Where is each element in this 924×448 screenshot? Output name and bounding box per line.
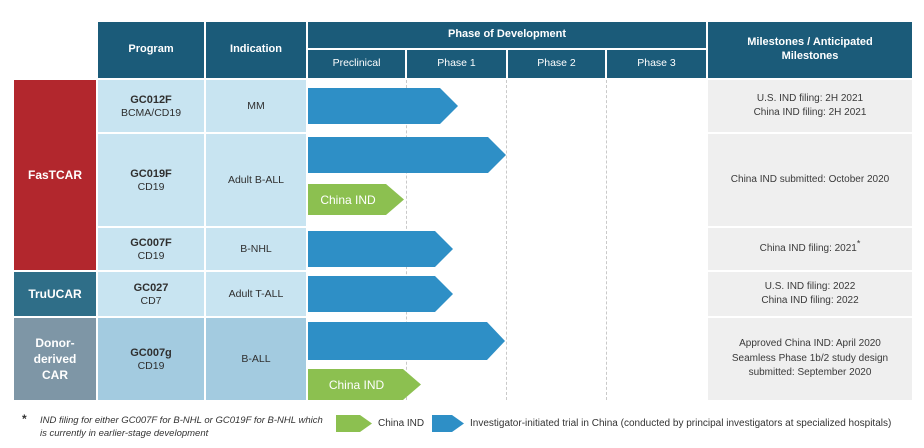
program-cell: GC012F BCMA/CD19 [98,80,204,132]
milestone-cell: China IND submitted: October 2020 [708,134,912,226]
program-name: GC007F [130,236,172,249]
indication-cell: Adult T-ALL [206,272,306,316]
program-name: GC007g [130,346,172,359]
milestone-line: Seamless Phase 1b/2 study design [731,352,889,364]
group-label-donor-derived-car: Donor-derived CAR [14,318,96,400]
milestone-line: China IND submitted: October 2020 [730,173,890,185]
indication-cell: B-ALL [206,318,306,400]
milestone-line: U.S. IND filing: 2H 2021 [756,92,864,104]
milestone-cell: U.S. IND filing: 2022 China IND filing: … [708,272,912,316]
program-target: BCMA/CD19 [120,106,182,119]
indication-cell: MM [206,80,306,132]
milestone-cell: Approved China IND: April 2020 Seamless … [708,318,912,400]
iit-arrow [308,88,458,124]
footnote-reference: * [856,238,861,249]
milestone-line: Approved China IND: April 2020 [739,338,881,350]
milestone-text: China IND filing: 2021 [759,242,857,254]
program-cell: GC007g CD19 [98,318,204,400]
program-cell: GC027 CD7 [98,272,204,316]
legend-iit-label: Investigator-initiated trial in China (c… [470,418,892,429]
indication-cell: Adult B-ALL [206,134,306,226]
column-header-milestones: Milestones / Anticipated Milestones [708,22,912,78]
column-header-phase-3: Phase 3 [607,50,706,78]
column-header-preclinical: Preclinical [308,50,405,78]
program-target: CD19 [137,180,165,193]
program-target: CD19 [137,359,165,372]
group-label-fastcar: FasTCAR [14,80,96,270]
indication-label: B-ALL [241,353,271,365]
china-ind-arrow: China IND [308,369,421,400]
milestone-cell: China IND filing: 2021* [708,228,912,270]
milestone-line: China IND filing: 2H 2021 [753,107,867,118]
phase-gridline [606,80,607,400]
indication-label: Adult B-ALL [227,174,285,186]
milestone-line: U.S. IND filing: 2022 [764,280,856,292]
legend-china-ind-icon [336,415,372,432]
footnote-marker: * [22,412,27,426]
column-header-phase-of-development: Phase of Development [308,22,706,48]
china-ind-arrow: China IND [308,184,404,215]
iit-arrow [308,137,506,173]
milestone-line: China IND filing: 2021* [759,239,861,257]
indication-cell: B-NHL [206,228,306,270]
indication-label: MM [247,100,265,112]
program-target: CD7 [140,294,162,307]
footnote-text: IND filing for either GC007F for B-NHL o… [40,415,323,440]
column-header-program: Program [98,22,204,78]
milestone-cell: U.S. IND filing: 2H 2021 China IND filin… [708,80,912,132]
indication-label: B-NHL [240,243,272,255]
program-cell: GC007F CD19 [98,228,204,270]
legend-iit-icon [432,415,464,432]
indication-label: Adult T-ALL [228,288,284,300]
group-label-truucar: TruUCAR [14,272,96,316]
column-header-indication: Indication [206,22,306,78]
iit-arrow [308,231,453,267]
phase-gridline [506,80,507,400]
legend-china-ind-label: China IND [378,418,425,429]
column-header-phase-2: Phase 2 [508,50,605,78]
iit-arrow [308,276,453,312]
china-ind-arrow-label: China IND [328,377,385,392]
program-name: GC012F [130,93,172,106]
program-name: GC027 [133,281,169,294]
column-header-phase-1: Phase 1 [407,50,506,78]
program-name: GC019F [130,167,172,180]
milestone-line: submitted: September 2020 [748,367,872,379]
milestone-line: China IND filing: 2022 [761,295,859,306]
program-cell: GC019F CD19 [98,134,204,226]
program-target: CD19 [137,249,165,262]
iit-arrow [308,322,505,360]
china-ind-arrow-label: China IND [320,192,376,207]
